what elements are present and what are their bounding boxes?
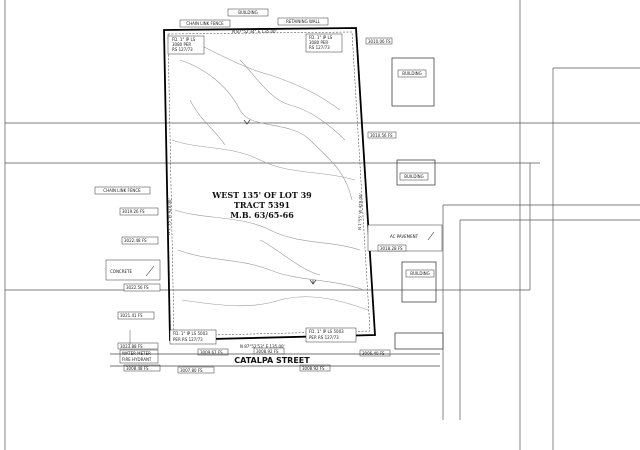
- top-annotations: BUILDING CHAIN LINK FENCE RETAINING WALL…: [167, 8, 393, 55]
- building-r2-label: BUILDING: [404, 174, 423, 179]
- building-labels: BUILDING BUILDING BUILDING: [397, 69, 435, 278]
- building-right-3: [401, 261, 437, 303]
- chain-link-top-label: CHAIN LINK FENCE: [186, 21, 224, 26]
- bearing-right-label: N 1°55' W 420.00': [357, 193, 363, 230]
- building-r1-box: [397, 69, 427, 78]
- elev-box-14: [359, 349, 391, 357]
- fd-top-right-box: [305, 33, 343, 53]
- elev-label-14: 3006.40 FS: [362, 351, 385, 356]
- bearing-top-label: N 87°52'34" E 135.00': [232, 29, 277, 34]
- elev-label-10: 3007.80 FS: [180, 368, 203, 373]
- retaining-wall-label: RETAINING WALL: [286, 19, 321, 24]
- lot-line-1: WEST 135' OF LOT 39: [211, 190, 312, 200]
- elev-label-2: 3019.26 FS: [122, 209, 145, 214]
- lot-inner-boundary: [167, 31, 371, 337]
- elev-label-6: 3023.88 FS: [120, 344, 143, 349]
- chain-link-left-box: [94, 186, 151, 195]
- building-top-box: [227, 8, 269, 17]
- contour-2: [199, 44, 341, 111]
- water-meter-box: [119, 349, 159, 364]
- contour-7: [239, 59, 346, 141]
- fd-top-right-label-2: 3080 PER: [309, 40, 328, 45]
- lot-symbols: [243, 119, 317, 285]
- neighbor-buildings: [391, 57, 444, 350]
- retaining-wall-box: [277, 17, 329, 26]
- contour-4: [174, 209, 361, 251]
- elev-box-5: [117, 311, 155, 320]
- fd-bot-right-label-2: PER RS 127/73: [309, 335, 339, 340]
- elev-label-1: 3010.06 FS: [368, 39, 391, 44]
- elev-label-13: 3008.92 FS: [256, 349, 279, 354]
- elev-label-7: 3010.56 FS: [370, 133, 393, 138]
- ac-arrow: [427, 231, 435, 241]
- fd-top-left-label-2: 3080 PER: [172, 42, 191, 47]
- elev-box-10: [177, 366, 215, 374]
- fd-top-left-label: FD. 1" IP LS: [172, 37, 196, 42]
- tree-symbol-top: [243, 119, 251, 125]
- elev-box-1: [365, 37, 393, 45]
- lot-line-3: M.B. 63/65-66: [230, 210, 294, 220]
- concrete-label: CONCRETE: [110, 269, 132, 274]
- fd-top-left-label-3: RS 127/73: [172, 47, 193, 52]
- elev-box-9: [123, 364, 161, 372]
- elev-box-8: [377, 244, 407, 252]
- chain-link-left-label: CHAIN LINK FENCE: [103, 188, 141, 193]
- fd-top-right-label: FD. 1" IP LS: [309, 35, 333, 40]
- elev-box-7: [367, 131, 397, 139]
- elev-box-2: [119, 207, 159, 216]
- contour-8: [259, 239, 321, 276]
- building-r1-label: BUILDING: [402, 71, 421, 76]
- lot-line-2: TRACT 5391: [234, 200, 290, 210]
- building-right-2: [396, 159, 436, 186]
- ac-pavement-label: AC PAVEMENT: [390, 234, 419, 239]
- elev-box-4: [123, 283, 161, 292]
- concrete-arrow: [145, 265, 155, 277]
- fd-top-right-label-3: RS 127/73: [309, 45, 330, 50]
- street-name: CATALPA STREET: [234, 356, 310, 365]
- fd-bot-left-box: [169, 329, 217, 345]
- topo-contours: [171, 44, 369, 311]
- building-right-4: [394, 332, 444, 350]
- lot-description: WEST 135' OF LOT 39 TRACT 5391 M.B. 63/6…: [211, 190, 312, 220]
- chain-link-top-box: [179, 19, 231, 28]
- elev-label-9: 3008.48 FS: [126, 366, 149, 371]
- fd-top-left-box: [167, 35, 205, 55]
- elev-box-3: [121, 236, 159, 245]
- elev-label-5: 3021.41 FS: [120, 313, 143, 318]
- bearing-left-label: N 1°55' W 420.00': [166, 198, 172, 235]
- building-r3-box: [405, 269, 435, 278]
- elev-box-11: [299, 364, 331, 372]
- right-annotations: 3010.56 FS AC PAVEMENT 3018.28 FS: [367, 131, 443, 252]
- elev-label-12: 3009.67 FS: [200, 350, 223, 355]
- sheet-grid-lines: [4, 0, 640, 450]
- building-right-1: [391, 57, 435, 107]
- tree-symbol-bottom: [309, 279, 317, 285]
- lot-boundary: [163, 27, 376, 341]
- contour-5: [177, 249, 365, 291]
- elev-box-6: [117, 342, 159, 350]
- fd-bot-left-label: FD. 1" IP LS 5003: [173, 331, 208, 336]
- bottom-annotations: FD. 1" IP LS 5003 PER RS 127/73 FD. 1" I…: [110, 327, 440, 374]
- contour-3: [171, 139, 356, 181]
- building-r2-box: [399, 172, 429, 181]
- fd-bot-left-label-2: PER RS 127/73: [173, 337, 203, 342]
- elev-box-12: [197, 348, 229, 356]
- elev-label-3: 3022.48 FS: [124, 238, 147, 243]
- bearing-bottom-label: N 87°52'53" E 135.00': [240, 344, 285, 349]
- contour-6: [181, 296, 369, 311]
- building-top-label: BUILDING: [238, 10, 257, 15]
- fire-hydrant-label: FIRE HYDRANT: [122, 357, 152, 362]
- contour-9: [189, 99, 226, 146]
- building-r3-label: BUILDING: [410, 271, 429, 276]
- elev-label-11: 3008.92 FS: [302, 366, 325, 371]
- water-meter-label: WATER METER: [122, 351, 151, 356]
- fd-bot-right-box: [305, 327, 357, 343]
- elev-label-8: 3018.28 FS: [380, 246, 403, 251]
- contour-1: [179, 59, 353, 201]
- fd-bot-right-label: FD. 1" IP LS 5003: [309, 329, 344, 334]
- left-annotations: CHAIN LINK FENCE 3019.26 FS 3022.48 FS C…: [94, 186, 161, 320]
- elev-label-4: 3022.56 FS: [126, 285, 149, 290]
